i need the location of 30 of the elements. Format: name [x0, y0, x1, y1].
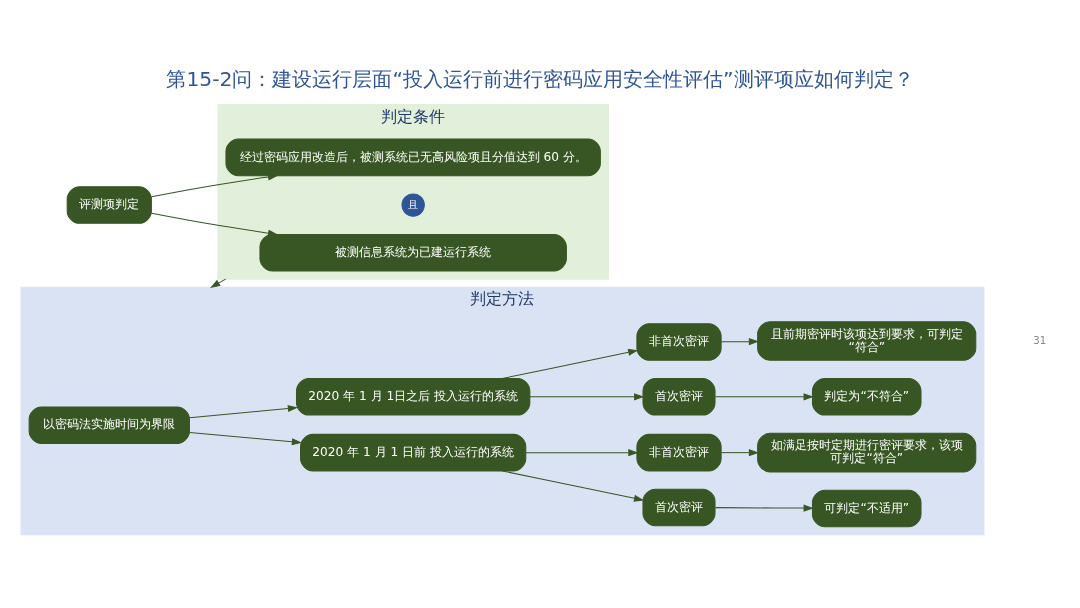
arrow — [151, 212, 279, 237]
node-box: 如满足按时定期进行密评要求，该项可判定“符合” — [757, 432, 977, 472]
node-box: 被测信息系统为已建运行系统 — [259, 233, 567, 272]
node-box: 2020 年 1 月 1日之后 投入运行的系统 — [296, 377, 531, 416]
label: 31 — [1033, 334, 1047, 346]
node-circle: 且 — [401, 192, 425, 217]
node-box: 经过密码应用改造后，被测系统已无高风险项且分值达到 60 分。 — [225, 138, 601, 176]
node-box: 评测项判定 — [66, 185, 152, 224]
arrow — [189, 404, 298, 418]
arrow — [714, 504, 814, 512]
node-box: 且前期密评时该项达到要求，可判定“符合” — [757, 320, 977, 361]
arrow — [714, 392, 814, 400]
arrow — [151, 172, 279, 197]
node-box: 非首次密评 — [636, 322, 722, 361]
node-box: 判定为“不符合” — [811, 377, 922, 416]
arrow — [720, 337, 760, 345]
arrow — [525, 448, 639, 456]
diagram-title: 第15-2问：建设运行层面“投入运行前进行密码应用安全性评估”测评项应如何判定？ — [166, 66, 914, 91]
arrow — [720, 448, 759, 456]
node-box: 首次密评 — [642, 488, 716, 526]
node-box: 2020 年 1 月 1 日前 投入运行的系统 — [300, 433, 527, 471]
node-box: 可判定“不适用” — [811, 489, 922, 527]
node-box: 非首次密评 — [636, 433, 722, 471]
arrow — [210, 278, 227, 288]
node-box: 以密码法实施时间为界限 — [28, 405, 190, 444]
arrow — [501, 469, 645, 502]
arrow — [529, 392, 645, 400]
node-box: 首次密评 — [642, 377, 716, 416]
arrow — [501, 348, 639, 379]
arrow — [189, 431, 302, 445]
